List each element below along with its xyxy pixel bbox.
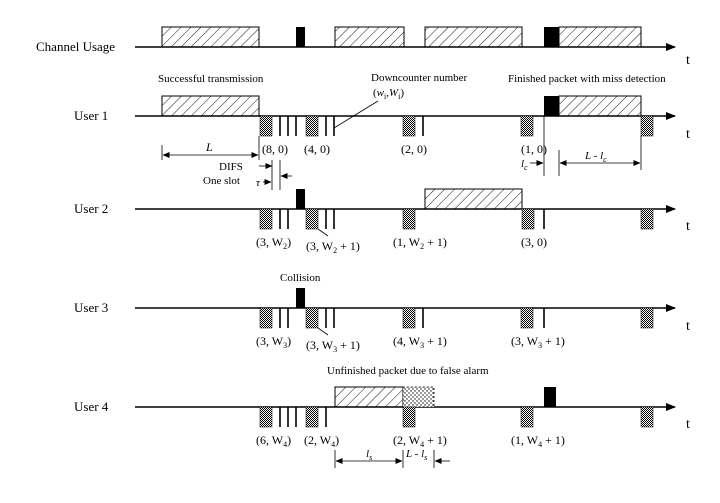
- user1-difs-1: [259, 115, 273, 137]
- one-slot-label: One slot: [203, 175, 240, 187]
- lc-label: lc: [521, 158, 528, 172]
- user3-counter-4: (3, W3 + 1): [511, 334, 565, 350]
- user2-counter-3: (1, W2 + 1): [393, 235, 447, 251]
- user4-counter-2: (2, W4): [304, 433, 339, 449]
- user1-difs-2: [305, 115, 319, 137]
- row-user-2: User 2 t (3, W2) (3, W2 + 1) (1, W2 + 1)…: [74, 188, 690, 255]
- user2-difs-1: [259, 208, 273, 230]
- user2-packet: [424, 188, 523, 210]
- user4-black-block: [544, 387, 556, 407]
- user1-counter-3: (2, 0): [401, 142, 427, 156]
- user3-counter-3: (4, W3 + 1): [393, 334, 447, 350]
- user2-difs-5: [640, 208, 654, 230]
- user4-counter-3: (2, W4 + 1): [393, 433, 447, 449]
- user1-difs-3: [402, 115, 416, 137]
- user3-difs-3: [402, 307, 416, 329]
- user3-counter-1: (3, W3): [256, 334, 291, 350]
- t-label-user1: t: [686, 127, 690, 142]
- t-label-channel: t: [686, 53, 690, 68]
- user2-difs-3: [402, 208, 416, 230]
- annotation-successful-transmission: Successful transmission: [158, 73, 264, 85]
- user1-packet-miss: [558, 95, 642, 117]
- channel-busy-2: [334, 26, 405, 48]
- channel-busy-4: [558, 26, 642, 48]
- t-label-user4: t: [686, 417, 690, 432]
- user4-packet-partial: [334, 386, 404, 408]
- user4-counter-4: (1, W4 + 1): [511, 433, 565, 449]
- user2-pointer: [317, 228, 329, 237]
- row-label-channel: Channel Usage: [36, 39, 115, 54]
- row-user-3: User 3 t Collision (3, W3) (3, W3 + 1) (…: [74, 272, 690, 354]
- user4-difs-1: [259, 406, 273, 428]
- user1-counter-1: (8, 0): [262, 142, 288, 156]
- tau-label: τ: [256, 177, 261, 189]
- user4-difs-4: [520, 406, 534, 428]
- user3-difs-2: [305, 307, 319, 329]
- user1-packet: [161, 95, 260, 117]
- user1-difs-4: [520, 115, 534, 137]
- user1-miss-block: [544, 96, 559, 116]
- user1-difs-5: [640, 115, 654, 137]
- channel-busy-1: [161, 26, 260, 48]
- user2-counter-1: (3, W2): [256, 235, 291, 251]
- L-label: L: [205, 140, 213, 154]
- user3-pointer: [317, 327, 329, 336]
- user2-counter-4: (3, 0): [521, 235, 547, 249]
- user2-difs-4: [521, 208, 535, 230]
- user2-collision-block: [296, 189, 305, 209]
- user4-difs-3: [402, 406, 416, 428]
- user4-difs-5: [640, 406, 654, 428]
- annotation-finished-miss: Finished packet with miss detection: [508, 73, 666, 85]
- user3-collision-block: [296, 288, 305, 308]
- user1-counter-4: (1, 0): [521, 142, 547, 156]
- L-minus-lc-label: L - lc: [584, 150, 607, 164]
- row-label-user4: User 4: [74, 399, 109, 414]
- user1-counter-2: (4, 0): [304, 142, 330, 156]
- user3-difs-1: [259, 307, 273, 329]
- channel-miss: [544, 27, 559, 47]
- user3-difs-5: [640, 307, 654, 329]
- annotation-downcounter: Downcounter number: [371, 72, 468, 84]
- row-user-4: User 4 t Unfinished packet due to false …: [74, 365, 690, 468]
- user3-difs-4: [520, 307, 534, 329]
- downcounter-pair: (wi,Wi): [373, 87, 404, 101]
- t-label-user2: t: [686, 219, 690, 234]
- difs-label: DIFS: [219, 161, 243, 173]
- user2-counter-2: (3, W2 + 1): [306, 239, 360, 255]
- row-user-1: User 1 t Successful transmission Downcou…: [74, 72, 690, 190]
- row-channel-usage: Channel Usage t: [36, 26, 690, 68]
- channel-busy-3: [424, 26, 523, 48]
- channel-collision: [296, 27, 305, 47]
- user3-counter-2: (3, W3 + 1): [306, 338, 360, 354]
- row-label-user3: User 3: [74, 300, 108, 315]
- user4-counter-1: (6, W4): [256, 433, 291, 449]
- downcounter-pointer: [333, 100, 379, 129]
- ls-label: ls: [366, 448, 372, 462]
- L-minus-ls-label: L - ls: [405, 448, 427, 462]
- annotation-unfinished-false-alarm: Unfinished packet due to false alarm: [327, 365, 489, 377]
- user4-difs-2: [305, 406, 319, 428]
- user2-difs-2: [305, 208, 319, 230]
- user4-packet-aborted: [402, 386, 435, 408]
- t-label-user3: t: [686, 319, 690, 334]
- annotation-collision: Collision: [280, 272, 321, 284]
- row-label-user1: User 1: [74, 108, 108, 123]
- row-label-user2: User 2: [74, 201, 108, 216]
